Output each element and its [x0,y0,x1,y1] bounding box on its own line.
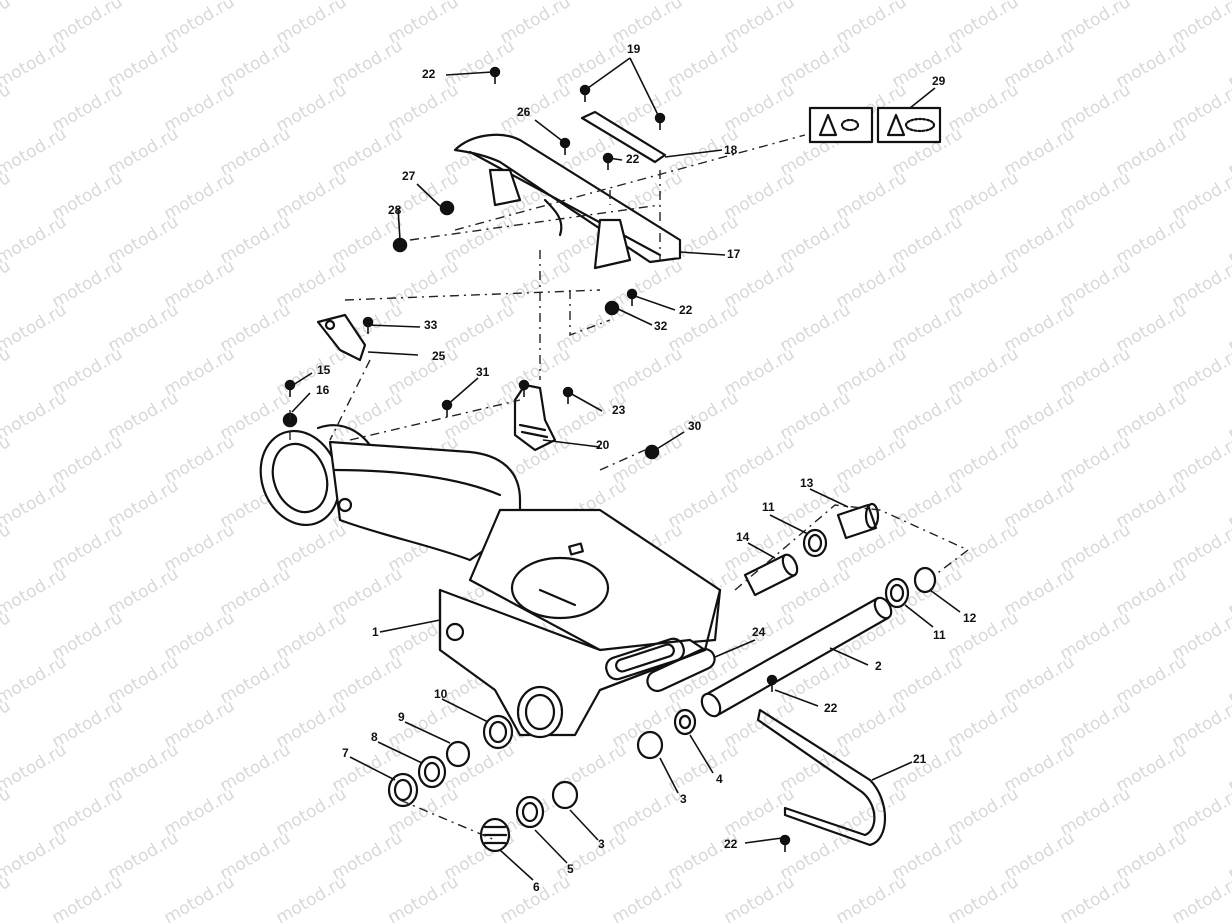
gasket-24 [646,647,716,693]
nut [439,200,455,216]
callout-22: 22 [724,837,738,851]
callout-24: 24 [752,625,766,639]
watermark-text: motod.ru [1169,872,1232,924]
brake-rod-21 [756,708,887,847]
watermark-text: motod.ru [0,0,14,48]
callout-27: 27 [402,169,416,183]
watermark-text: motod.ru [833,872,911,924]
callout-5: 5 [567,862,574,876]
watermark-text: motod.ru [161,872,239,924]
callout-13: 13 [800,476,814,490]
pivot-shaft-2 [700,596,893,718]
watermark-text: motod.ru [0,828,70,884]
callout-20: 20 [596,438,610,452]
callout-25: 25 [432,349,446,363]
callout-6: 6 [533,880,540,894]
callout-9: 9 [398,710,405,724]
callout-3: 3 [680,792,687,806]
bearing-13 [836,502,880,540]
nut [392,237,408,253]
spacers [387,528,937,853]
callout-12: 12 [963,611,977,625]
watermark-text: motod.ru [0,432,14,488]
watermark-text: motod.ru [0,168,14,224]
watermark-text: motod.ru [0,784,14,840]
brake-plate-20 [513,383,557,452]
watermark-text: motod.ru [0,388,70,444]
assembly-lines [289,134,969,841]
callout-31: 31 [476,365,490,379]
callout-7: 7 [342,746,349,760]
watermark-text: motod.ru [0,300,70,356]
chain-guard [453,133,682,270]
callout-18: 18 [724,143,738,157]
callout-22: 22 [679,303,693,317]
callout-2: 2 [875,659,882,673]
callout-26: 26 [517,105,531,119]
leader-lines [291,57,961,881]
watermark-text: motod.ru [0,740,70,796]
callout-33: 33 [424,318,438,332]
callout-labels: 1233456789101111121314151617182021222222… [316,42,977,894]
watermark-text: motod.ru [0,564,70,620]
bracket-25 [316,313,367,362]
watermark-text: motod.ru [0,652,70,708]
callout-3: 3 [598,837,605,851]
watermark-text: motod.ru [945,872,1023,924]
watermark-text: motod.ru [0,36,70,92]
watermark-text: motod.ru [721,872,799,924]
callout-16: 16 [316,383,330,397]
watermark-text: motod.ru [0,520,14,576]
watermark-text: motod.ru [385,872,463,924]
watermark-text: motod.ru [609,872,687,924]
callout-11: 11 [762,500,775,514]
watermark-text: motod.ru [0,344,14,400]
watermark-text: motod.ru [0,212,70,268]
callout-10: 10 [434,687,448,701]
swingarm-body [259,424,722,739]
fasteners [282,66,791,852]
bushing-14 [743,553,799,597]
callout-19: 19 [627,42,641,56]
callout-32: 32 [654,319,668,333]
watermark-text: motod.ru [0,696,14,752]
callout-17: 17 [727,247,741,261]
watermark-text: motod.ru [0,80,14,136]
watermark-text: motod.ru [0,256,14,312]
label-plates-29 [808,106,942,144]
watermark-text: motod.ru [49,872,127,924]
callout-4: 4 [716,772,723,786]
watermark-text: motod.ru [0,608,14,664]
callout-30: 30 [688,419,702,433]
callout-21: 21 [913,752,927,766]
callout-22: 22 [422,67,436,81]
watermark-text: motod.ru [1057,872,1135,924]
callout-8: 8 [371,730,378,744]
callout-14: 14 [736,530,750,544]
watermark-text: motod.ru [0,476,70,532]
callout-22: 22 [824,701,838,715]
callout-29: 29 [932,74,946,88]
callout-11: 11 [933,628,946,642]
watermark-text: motod.ru [0,872,14,924]
watermark-text: motod.ru [273,872,351,924]
callout-22: 22 [626,152,640,166]
callout-15: 15 [317,363,331,377]
callout-23: 23 [612,403,626,417]
nut [604,300,620,316]
watermark-text: motod.ru [0,124,70,180]
callout-1: 1 [372,625,379,639]
mounting-strap-18 [580,110,667,164]
callout-28: 28 [388,203,402,217]
